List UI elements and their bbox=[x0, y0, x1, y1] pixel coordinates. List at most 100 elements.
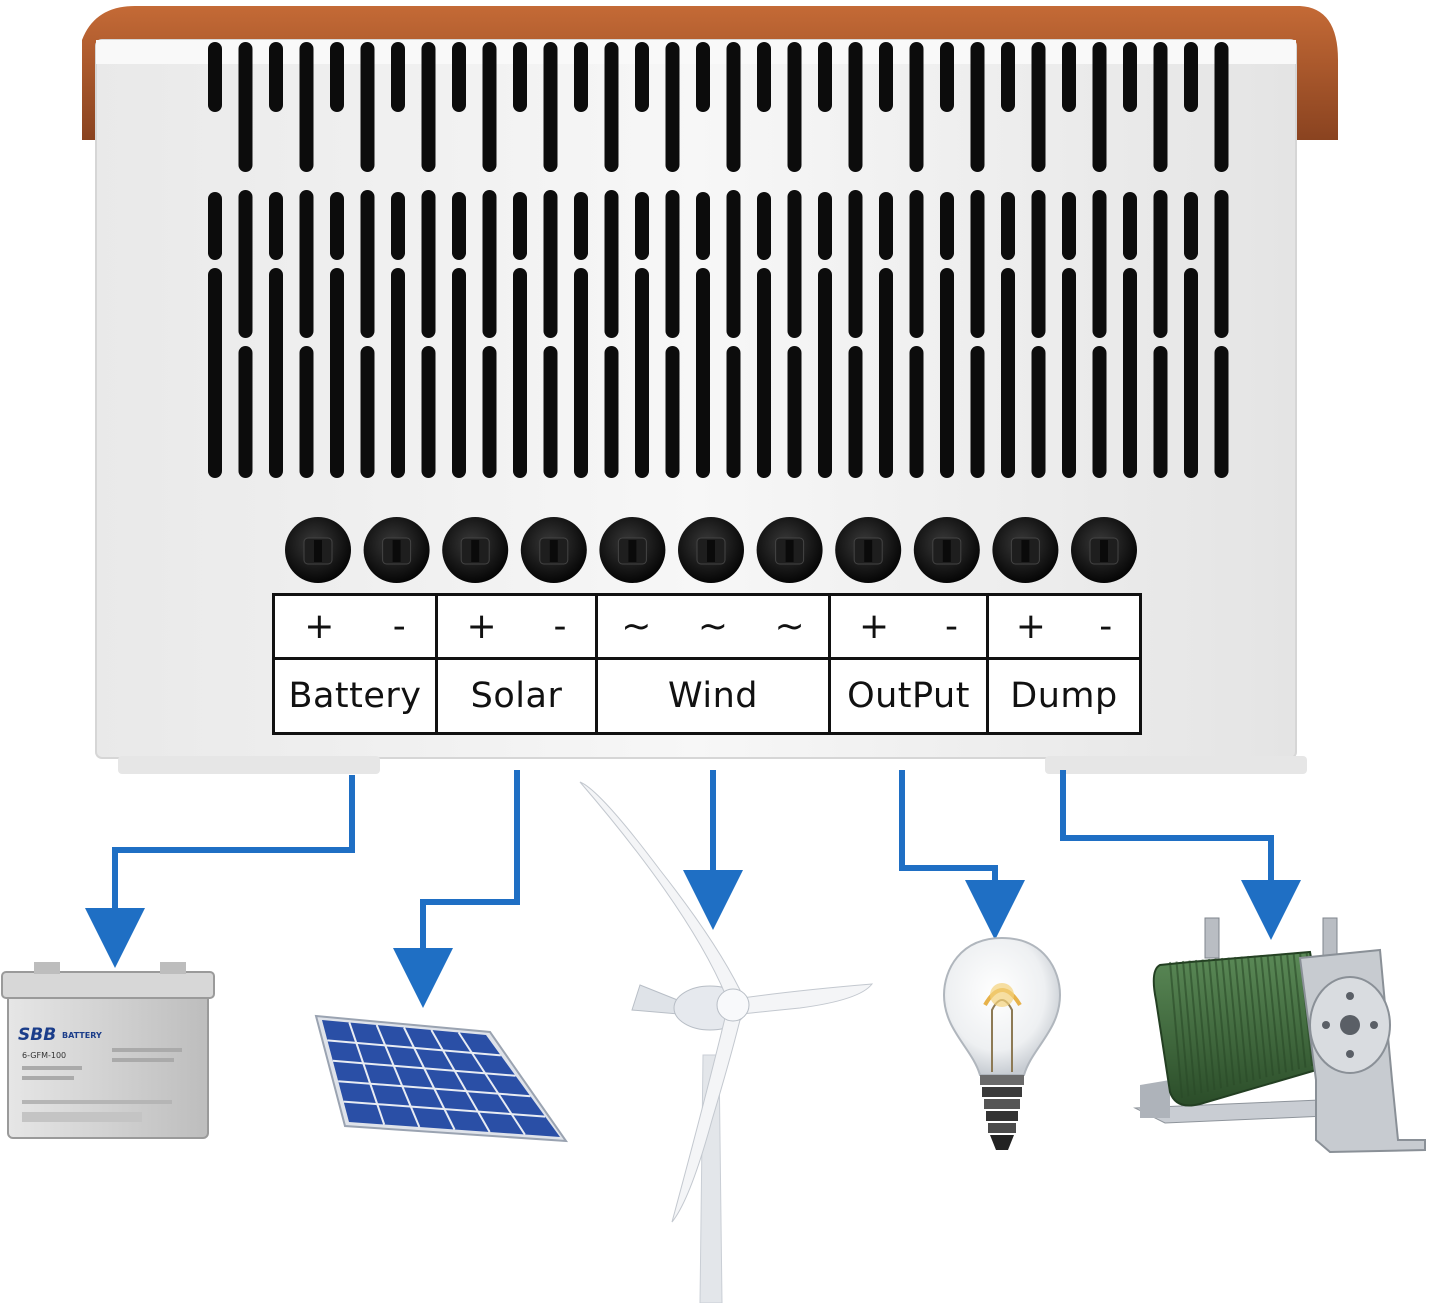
vent-slot bbox=[1062, 192, 1076, 260]
vent-slot bbox=[1001, 268, 1015, 478]
vent-slot bbox=[1184, 268, 1198, 478]
terminal-knob bbox=[913, 517, 980, 583]
vent-slot bbox=[726, 346, 741, 478]
vent-slot bbox=[391, 42, 405, 112]
battery-brand: SBB bbox=[18, 1025, 56, 1045]
vent-slot bbox=[299, 346, 314, 478]
vent-slot bbox=[1123, 192, 1137, 260]
vent-slot bbox=[1123, 42, 1137, 112]
vent-slot bbox=[1031, 346, 1046, 478]
vent-slot bbox=[1153, 190, 1168, 338]
vent-slot bbox=[208, 42, 222, 112]
vent-slot bbox=[1001, 192, 1015, 260]
battery-minus-sign: - bbox=[392, 605, 406, 647]
vent-slot bbox=[574, 192, 588, 260]
vent-slot bbox=[482, 346, 497, 478]
terminal-knob bbox=[285, 517, 351, 583]
vent-slot bbox=[818, 192, 832, 260]
polarity-row: + - + - ~ ~ ~ + - + - bbox=[275, 596, 1139, 660]
output-polarity: + - bbox=[831, 596, 989, 657]
terminal-names-row: Battery Solar Wind OutPut Dump bbox=[275, 660, 1139, 732]
vent-slot bbox=[513, 192, 527, 260]
vent-slot bbox=[1153, 346, 1168, 478]
vent-slot bbox=[696, 268, 710, 478]
vent-slot bbox=[391, 192, 405, 260]
vent-slot bbox=[269, 42, 283, 112]
vent-slot bbox=[970, 346, 985, 478]
dump-polarity: + - bbox=[989, 596, 1139, 657]
dump-resistor-device bbox=[1133, 917, 1426, 1154]
vent-slot bbox=[848, 346, 863, 478]
battery-model: 6-GFM-100 bbox=[22, 1051, 66, 1060]
output-minus-sign: - bbox=[945, 605, 959, 647]
vent-slot bbox=[757, 42, 771, 112]
terminal-knob bbox=[756, 517, 823, 583]
terminal-label-table: + - + - ~ ~ ~ + - + - Battery Solar Wind… bbox=[272, 593, 1142, 735]
vent-slot bbox=[360, 346, 375, 478]
terminal-knob bbox=[992, 517, 1059, 583]
vent-slot bbox=[940, 268, 954, 478]
vent-slot bbox=[787, 42, 802, 172]
vent-slot bbox=[970, 190, 985, 338]
arrow-output bbox=[899, 770, 1025, 940]
terminal-knob bbox=[520, 517, 587, 583]
battery-label: Battery bbox=[288, 676, 422, 716]
terminal-knob bbox=[599, 517, 666, 583]
vent-slot bbox=[1062, 268, 1076, 478]
connection-arrows bbox=[85, 770, 1301, 1008]
vent-slot bbox=[879, 192, 893, 260]
vent-slot bbox=[543, 190, 558, 338]
vent-slot bbox=[1092, 190, 1107, 338]
output-plus-sign: + bbox=[858, 605, 890, 647]
vent-slot bbox=[421, 190, 436, 338]
vent-slot bbox=[513, 42, 527, 112]
battery-brand-line2: BATTERY bbox=[62, 1031, 102, 1040]
vent-slot bbox=[848, 190, 863, 338]
vent-slot bbox=[604, 346, 619, 478]
vent-slot bbox=[879, 42, 893, 112]
vent-slot bbox=[391, 268, 405, 478]
arrow-dump bbox=[1060, 770, 1301, 940]
dump-minus-sign: - bbox=[1099, 605, 1113, 647]
vent-slot bbox=[1184, 192, 1198, 260]
vent-slot bbox=[1184, 42, 1198, 112]
arrow-battery bbox=[85, 775, 355, 968]
solar-panel-device bbox=[314, 1014, 569, 1143]
ventilation-grille bbox=[208, 42, 1229, 478]
solar-plus-sign: + bbox=[466, 605, 497, 647]
vent-slot bbox=[635, 192, 649, 260]
vent-slot bbox=[1123, 268, 1137, 478]
vent-slot bbox=[696, 192, 710, 260]
wind-phase-2: ~ bbox=[697, 605, 729, 647]
vent-slot bbox=[330, 192, 344, 260]
terminal-connectors bbox=[285, 517, 1137, 583]
vent-slot bbox=[757, 268, 771, 478]
vent-slot bbox=[604, 190, 619, 338]
vent-slot bbox=[1153, 42, 1168, 172]
vent-slot bbox=[1092, 346, 1107, 478]
vent-slot bbox=[452, 192, 466, 260]
vent-slot bbox=[1214, 190, 1229, 338]
vent-slot bbox=[726, 190, 741, 338]
arrow-solar bbox=[393, 770, 520, 1008]
vent-slot bbox=[299, 190, 314, 338]
vent-slot bbox=[818, 42, 832, 112]
vent-slot bbox=[665, 190, 680, 338]
vent-slot bbox=[1092, 42, 1107, 172]
vent-slot bbox=[360, 190, 375, 338]
vent-slot bbox=[940, 192, 954, 260]
vent-slot bbox=[940, 42, 954, 112]
battery-device: SBB BATTERY 6-GFM-100 bbox=[1, 962, 215, 1139]
vent-slot bbox=[970, 42, 985, 172]
wind-label: Wind bbox=[668, 676, 758, 716]
vent-slot bbox=[269, 268, 283, 478]
vent-slot bbox=[818, 268, 832, 478]
vent-slot bbox=[787, 190, 802, 338]
terminal-knob bbox=[442, 517, 509, 583]
vent-slot bbox=[330, 268, 344, 478]
solar-label: Solar bbox=[470, 676, 563, 716]
output-label: OutPut bbox=[847, 676, 970, 716]
vent-slot bbox=[787, 346, 802, 478]
vent-slot bbox=[238, 42, 253, 172]
